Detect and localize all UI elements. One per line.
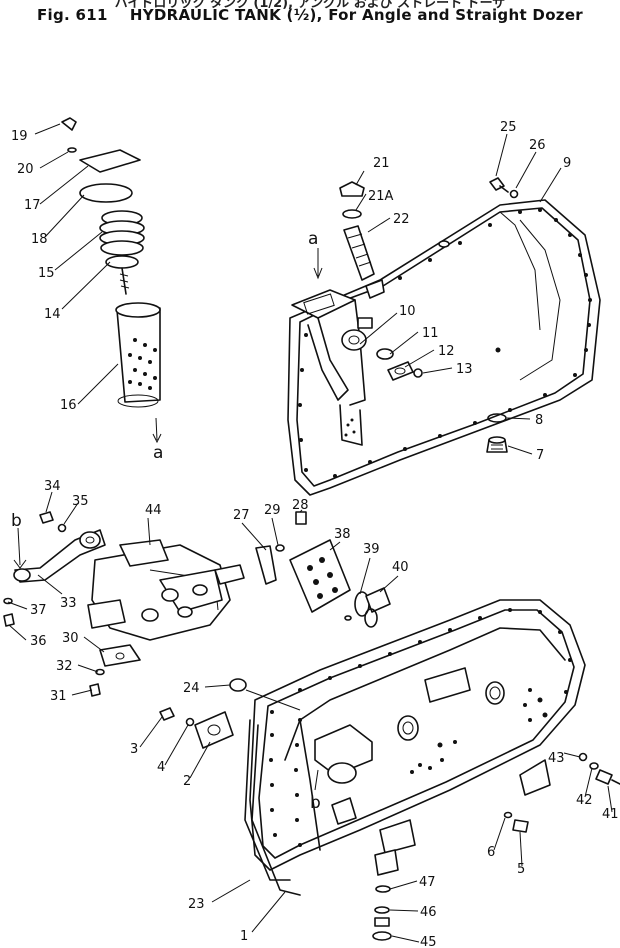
callout-38: 38 [334, 527, 351, 542]
callout-33: 33 [60, 596, 77, 611]
figure-title: HYDRAULIC TANK (½), For Angle and Straig… [129, 6, 583, 24]
callout-31: 31 [50, 689, 67, 704]
callout-42: 42 [576, 793, 593, 808]
callout-21: 21 [373, 156, 390, 171]
ref-a-bottom: a [153, 443, 163, 463]
callout-6: 6 [487, 845, 495, 860]
japanese-title: ハイドロリック タンク (1/2), アングル および ストレート ドーザ [114, 0, 506, 11]
callout-18: 18 [31, 232, 48, 247]
callout-10: 10 [399, 304, 416, 319]
callout-41: 41 [602, 807, 619, 822]
reference-letters: a a b b [11, 229, 321, 813]
mounting-hardware [372, 752, 620, 941]
callout-4: 4 [157, 760, 165, 775]
valve-plate [289, 539, 351, 613]
tank-rim-bolt-holes [298, 208, 592, 478]
callout-8: 8 [535, 413, 543, 428]
bolt-washer-25-26 [489, 177, 519, 199]
callout-20: 20 [17, 162, 34, 177]
callout-19: 19 [11, 129, 28, 144]
callout-26: 26 [529, 138, 546, 153]
inspection-cover-2 [159, 707, 234, 749]
o-ring-24 [229, 678, 247, 692]
callout-28: 28 [292, 498, 309, 513]
callout-5: 5 [517, 862, 525, 877]
callout-21A: 21A [368, 189, 394, 204]
callout-37: 37 [30, 603, 47, 618]
callout-14: 14 [44, 307, 61, 322]
lower-tank-half [244, 599, 586, 896]
figure-number: Fig. 611 [37, 6, 108, 24]
callout-15: 15 [38, 266, 55, 281]
callout-39: 39 [363, 542, 380, 557]
callout-34: 34 [44, 479, 61, 494]
callout-17: 17 [24, 198, 41, 213]
callout-22: 22 [393, 212, 410, 227]
gasket-40 [354, 587, 391, 628]
small-hardware [3, 511, 352, 697]
filter-mesh-pattern [128, 338, 157, 390]
callout-40: 40 [392, 560, 409, 575]
callout-36: 36 [30, 634, 47, 649]
callout-44: 44 [145, 503, 162, 518]
filter-assembly [61, 117, 162, 444]
pump-valve-assembly [13, 529, 245, 667]
callout-23: 23 [188, 897, 205, 912]
drain-plug-group [486, 413, 508, 453]
callout-11: 11 [422, 326, 439, 341]
callout-24: 24 [183, 681, 200, 696]
callout-3: 3 [130, 742, 138, 757]
pattern-holes [410, 688, 548, 774]
callout-30: 30 [62, 631, 79, 646]
callout-29: 29 [264, 503, 281, 518]
ref-b-tank: b [310, 793, 321, 813]
leader-lines [7, 123, 613, 943]
callout-47: 47 [419, 875, 436, 890]
breather-cap-assembly [339, 181, 385, 299]
callout-27: 27 [233, 508, 250, 523]
upper-tank-half [287, 199, 601, 496]
callout-2: 2 [183, 774, 191, 789]
gasket-and-cover-group [376, 348, 423, 381]
callout-7: 7 [536, 448, 544, 463]
callout-46: 46 [420, 905, 437, 920]
lower-rim-bolt-holes [269, 608, 572, 847]
callout-labels: 19 20 17 18 15 14 16 21 21A 22 25 26 9 1… [11, 120, 619, 948]
callout-12: 12 [438, 344, 455, 359]
callout-45: 45 [420, 935, 437, 948]
figure-title-line: Fig. 611 HYDRAULIC TANK (½), For Angle a… [0, 6, 620, 24]
ref-a-top: a [308, 229, 318, 249]
callout-9: 9 [563, 156, 571, 171]
callout-35: 35 [72, 494, 89, 509]
callout-13: 13 [456, 362, 473, 377]
callout-1: 1 [240, 929, 248, 944]
ref-b-left: b [11, 511, 22, 531]
callout-25: 25 [500, 120, 517, 135]
callout-43: 43 [548, 751, 565, 766]
callout-16: 16 [60, 398, 77, 413]
callout-32: 32 [56, 659, 73, 674]
